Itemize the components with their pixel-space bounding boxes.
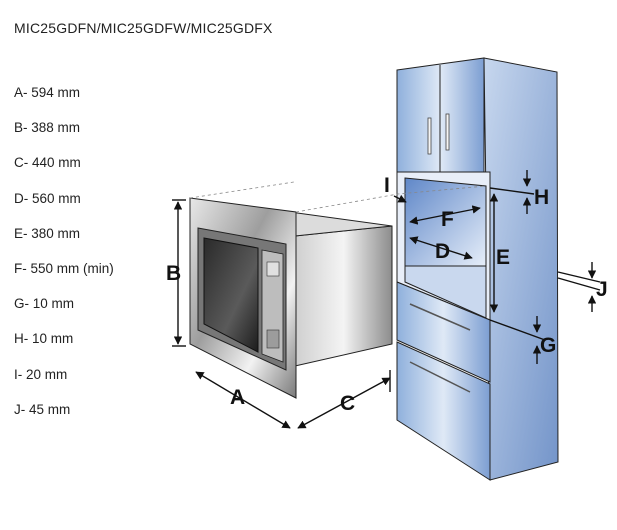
dimension-arrows [172,170,601,429]
label-d: D [435,240,450,263]
dimension-a: A- 594 mm [14,85,81,100]
dimension-h: H- 10 mm [14,331,74,347]
label-c: C [340,392,355,415]
label-e: E [496,246,510,269]
cabinet [396,57,559,481]
dimension-i: I- 20 mm [14,366,68,382]
label-a: A [230,386,245,409]
label-i: I [384,174,390,197]
page-title: MIC25GDFN/MIC25GDFW/MIC25GDFX [14,20,273,36]
handle-icon [427,117,432,155]
dimension-e: E- 380 mm [14,225,81,241]
dimension-d: D- 560 mm [14,190,81,206]
label-h: H [534,186,549,209]
dimension-b: B- 388 mm [14,120,81,136]
label-g: G [540,334,556,357]
microwave-oven [189,181,487,399]
handle-icon [445,113,450,151]
dimension-c: C- 440 mm [14,155,81,171]
label-b: B [166,262,181,285]
dimension-g: G- 10 mm [14,296,75,312]
label-j: J [596,278,608,301]
dimension-list: A- 594 mm B- 388 mm C- 440 mm D- 560 mm … [14,84,114,436]
label-f: F [441,208,454,231]
dimension-j: J- 45 mm [14,401,71,417]
dimension-f: F- 550 mm (min) [14,260,114,276]
